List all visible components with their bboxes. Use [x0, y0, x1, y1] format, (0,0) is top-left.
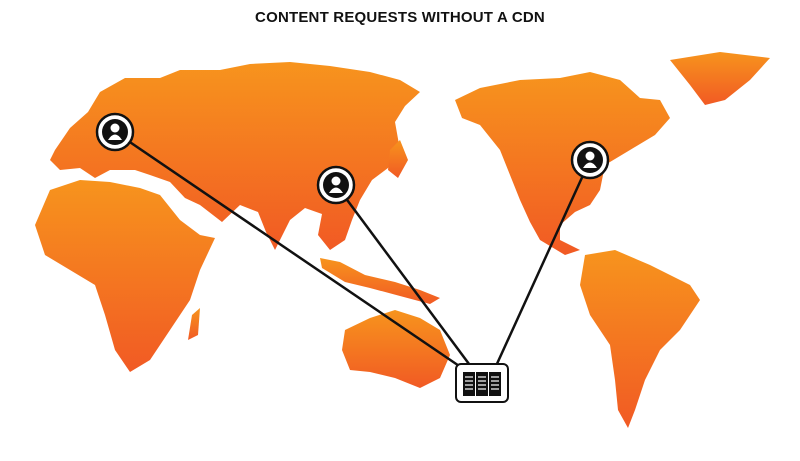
link-europe-server: [114, 130, 469, 374]
south-america: [580, 250, 700, 428]
link-asia-server: [334, 184, 474, 369]
diagram-title: CONTENT REQUESTS WITHOUT A CDN: [255, 9, 545, 26]
madagascar: [188, 308, 200, 340]
user-europe[interactable]: [95, 112, 135, 152]
japan: [388, 140, 408, 178]
user-icon: [331, 176, 341, 186]
user-north-america[interactable]: [570, 140, 610, 180]
australia: [342, 310, 450, 388]
origin-server[interactable]: [455, 363, 509, 403]
link-na-server: [494, 159, 592, 367]
continents: [35, 52, 770, 428]
eurasia: [50, 62, 420, 250]
indonesia: [320, 258, 440, 304]
server-icon: [463, 372, 501, 396]
north-america: [455, 72, 670, 255]
user-icon: [110, 123, 120, 133]
user-asia[interactable]: [316, 165, 356, 205]
africa: [35, 180, 215, 372]
connection-lines: [114, 130, 592, 374]
user-icon: [585, 151, 595, 161]
greenland: [670, 52, 770, 105]
